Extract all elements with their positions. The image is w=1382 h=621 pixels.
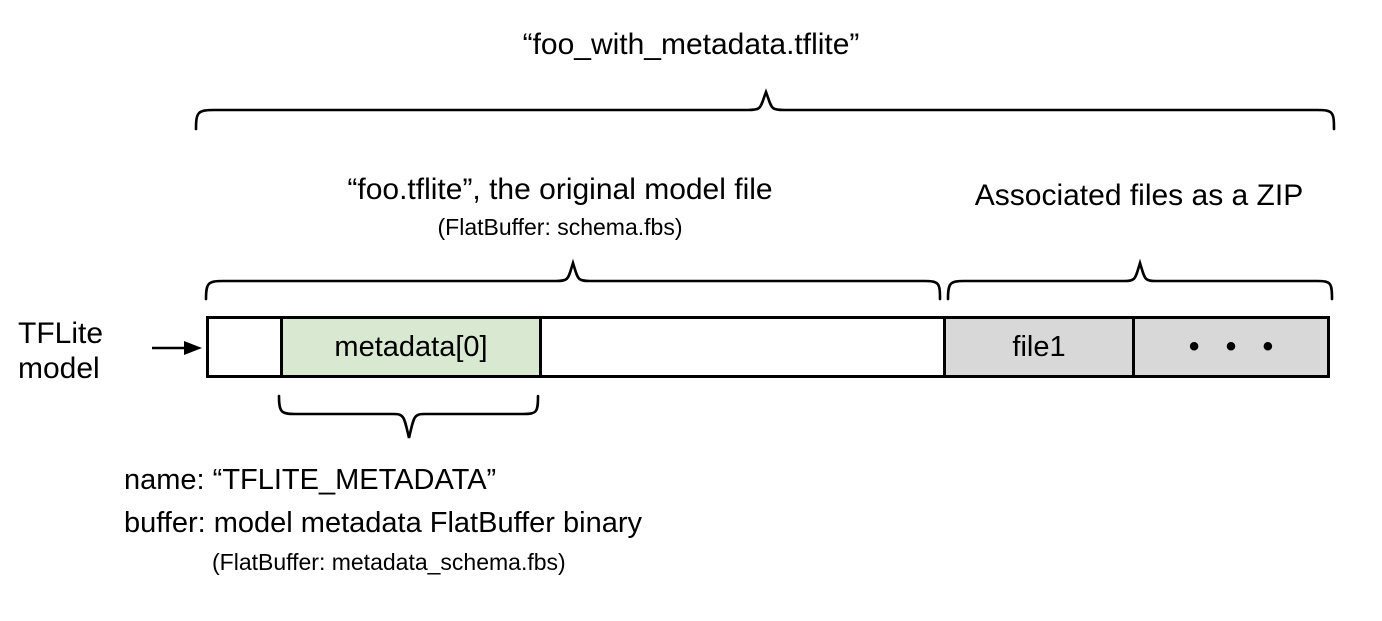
brace-whole-file <box>194 88 1336 131</box>
ellipsis-glyph: • • • <box>1188 330 1283 363</box>
tflite-model-bar: metadata[0] file1 • • • <box>206 316 1330 378</box>
diagram-title: “foo_with_metadata.tflite” <box>522 28 860 61</box>
source-label-line2: model <box>18 352 100 386</box>
associated-files-caption: Associated files as a ZIP <box>974 179 1304 212</box>
right-arrow-icon <box>152 341 202 355</box>
metadata-schema-line: (FlatBuffer: metadata_schema.fbs) <box>212 549 566 575</box>
bar-cell-body <box>542 319 943 375</box>
metadata-name-line: name: “TFLITE_METADATA” <box>124 464 497 496</box>
bar-cell-ellipsis: • • • <box>1135 319 1327 375</box>
original-model-subcaption: (FlatBuffer: schema.fbs) <box>437 214 683 240</box>
brace-associated-files <box>946 258 1334 301</box>
metadata-buffer-line: buffer: model metadata FlatBuffer binary <box>124 507 642 539</box>
bar-cell-file1: file1 <box>943 319 1135 375</box>
brace-original-model <box>204 258 942 301</box>
bar-cell-header <box>209 319 280 375</box>
bar-cell-metadata: metadata[0] <box>280 319 542 375</box>
source-label-line1: TFLite <box>18 317 104 350</box>
brace-metadata-detail <box>277 394 540 439</box>
original-model-caption: “foo.tflite”, the original model file <box>347 173 773 206</box>
